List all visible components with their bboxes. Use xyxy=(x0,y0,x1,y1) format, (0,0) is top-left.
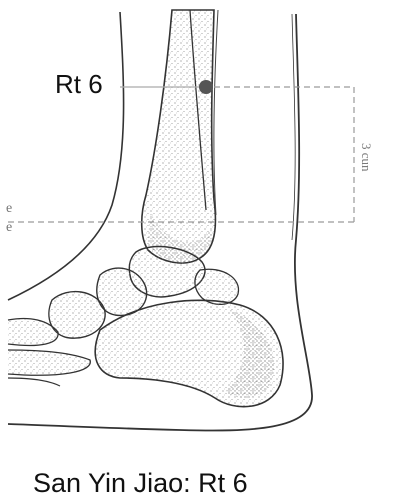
measurement-label: 3 cun xyxy=(334,143,374,183)
edge-letter: e xyxy=(6,202,12,216)
fibula-bone-right xyxy=(214,10,218,215)
sustentaculum xyxy=(195,269,239,304)
metatarsal-2 xyxy=(8,350,90,375)
point-label: Rt 6 xyxy=(55,71,103,97)
metatarsal-3 xyxy=(8,378,60,386)
skin-outline-back-inner xyxy=(292,14,295,240)
acupoint-marker xyxy=(199,80,213,94)
skin-outline-front xyxy=(8,12,124,300)
edge-letter: e xyxy=(6,221,12,235)
ankle-illustration xyxy=(0,0,407,440)
